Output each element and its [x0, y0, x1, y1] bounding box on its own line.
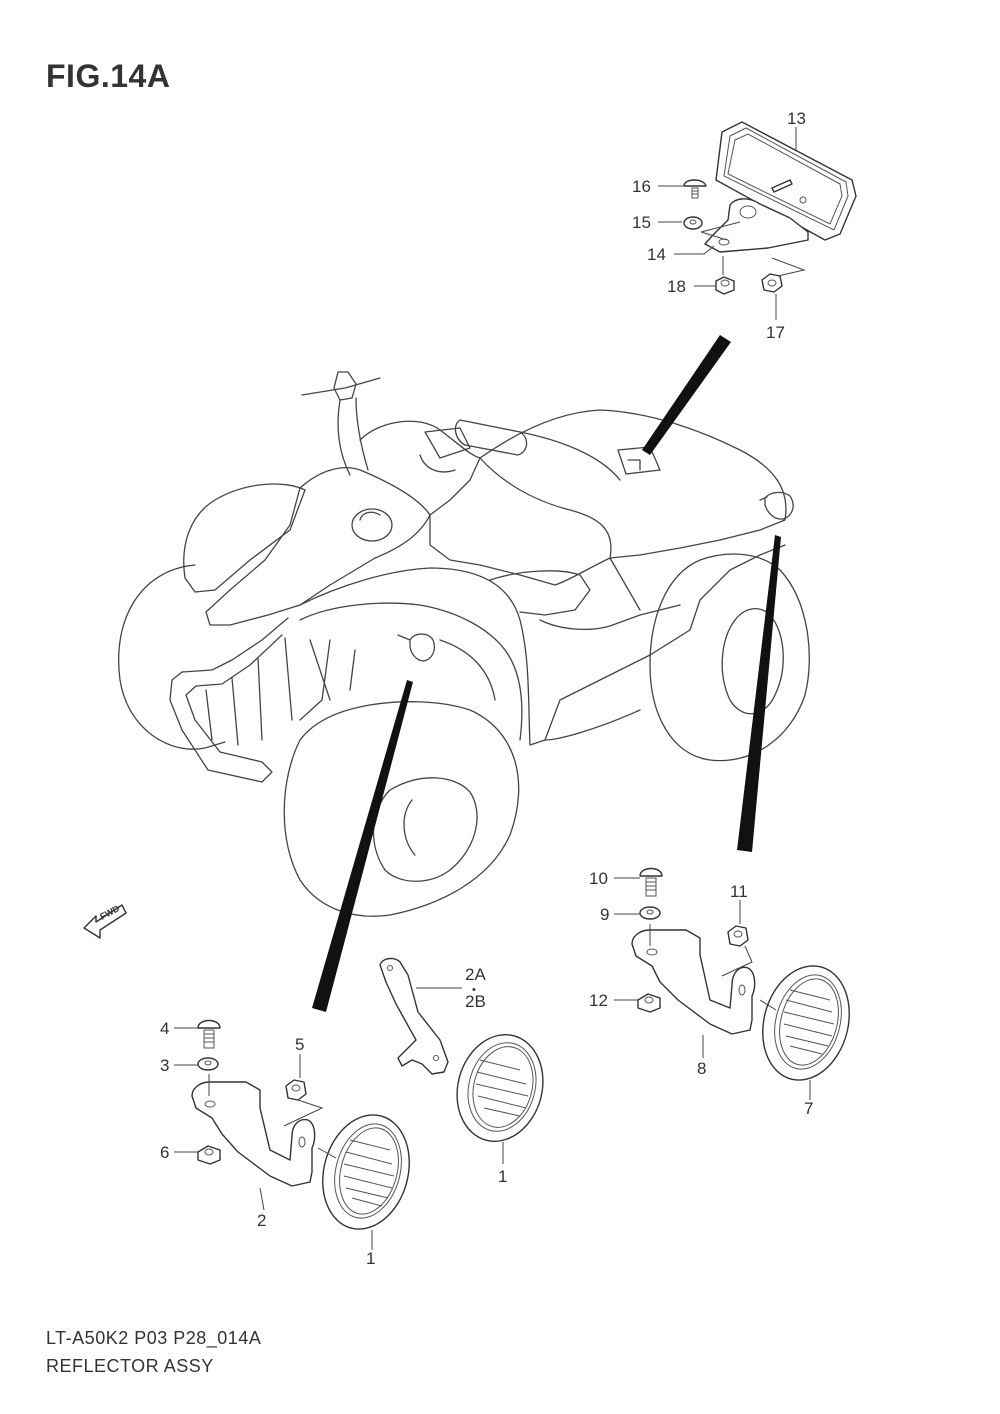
nut-11 — [727, 925, 749, 947]
bracket-8 — [631, 929, 756, 1035]
callout-2: 2 — [257, 1211, 266, 1230]
license-reflector-assembly — [658, 121, 857, 320]
nut-17 — [761, 273, 783, 293]
body-side — [299, 544, 786, 746]
callout-1-middle: 1 — [498, 1167, 507, 1186]
fwd-arrow-icon: FWD — [83, 903, 127, 939]
callout-9: 9 — [600, 905, 609, 924]
washer-3 — [197, 1057, 219, 1071]
figure-name: REFLECTOR ASSY — [46, 1356, 214, 1376]
front-reflector-assembly — [174, 1019, 410, 1250]
atv-outline — [118, 371, 810, 917]
reflector-7 — [762, 965, 850, 1081]
nut-5 — [285, 1079, 307, 1101]
callout-18: 18 — [667, 277, 686, 296]
callout-16: 16 — [632, 177, 651, 196]
middle-bracket-assembly — [379, 957, 544, 1164]
pointer-to-front-reflector — [312, 680, 413, 1012]
washer-15 — [683, 216, 703, 230]
rear-fender — [429, 409, 787, 586]
license-reflector-13 — [715, 121, 857, 241]
callout-14: 14 — [647, 245, 666, 264]
callout-8: 8 — [697, 1059, 706, 1078]
handlebar — [301, 371, 381, 401]
callout-1-left: 1 — [366, 1249, 375, 1268]
callout-17: 17 — [766, 323, 785, 342]
screw-16 — [683, 179, 707, 187]
callout-2a: 2A — [465, 965, 486, 984]
front-nose — [205, 467, 431, 626]
callout-13: 13 — [787, 109, 806, 128]
callout-5: 5 — [295, 1035, 304, 1054]
tire-right-front — [283, 701, 520, 917]
screw-10 — [639, 867, 663, 877]
callout-3: 3 — [160, 1056, 169, 1075]
callout-2dot: • — [472, 984, 476, 996]
screw-4 — [197, 1019, 221, 1029]
bracket-2 — [191, 1081, 316, 1187]
pointer-to-rear-reflector — [737, 535, 781, 852]
callout-7: 7 — [804, 1099, 813, 1118]
figure-code: LT-A50K2 P03 P28_014A — [46, 1328, 262, 1348]
tire-right-rear — [649, 553, 810, 762]
bracket-14 — [704, 198, 809, 253]
pointer-to-license-reflector — [642, 335, 731, 455]
front-fender-left — [183, 483, 306, 593]
rear-reflector-assembly — [614, 867, 850, 1100]
callout-11: 11 — [730, 882, 748, 901]
washer-9 — [639, 906, 661, 920]
bracket-2a-2b — [379, 957, 449, 1075]
callout-10: 10 — [589, 869, 608, 888]
callout-15: 15 — [632, 213, 651, 232]
reflector-1-left — [322, 1114, 410, 1230]
front-bumper — [169, 617, 289, 783]
figure-title: FIG.14A — [46, 58, 171, 94]
callout-2b: 2B — [465, 992, 486, 1011]
tire-left-front — [118, 564, 226, 750]
callout-6: 6 — [160, 1143, 169, 1162]
callout-4: 4 — [160, 1019, 169, 1038]
callout-12: 12 — [589, 991, 608, 1010]
